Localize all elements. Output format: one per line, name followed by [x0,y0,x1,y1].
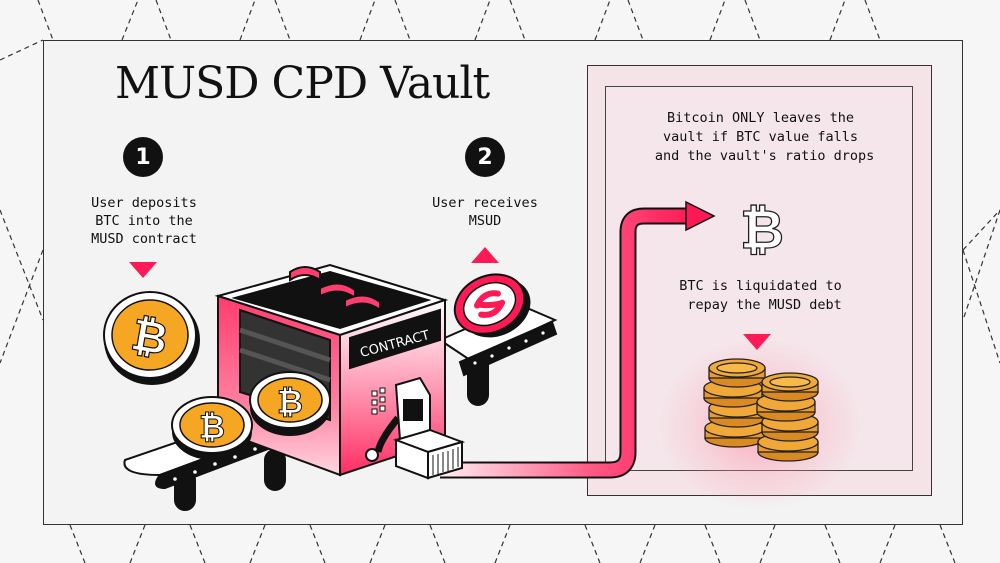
bitcoin-coin-belt-1-icon: ₿ [171,396,253,460]
step-2-text: User receives MSUD [432,195,538,229]
liquidation-arrow-down-icon [743,334,771,350]
coin-stacks-icon [703,358,819,462]
step-2-arrow-up-icon [471,247,499,263]
vault-liquidation-text: BTC is liquidated to repay the MUSD debt [679,278,842,313]
svg-text:₿: ₿ [277,383,303,421]
flow-arrow-pipe [440,200,716,479]
svg-text:₿: ₿ [199,408,225,446]
vault-condition-text: Bitcoin ONLY leaves the vault if BTC val… [654,110,875,164]
step-2-badge: 2 [465,137,505,177]
step-1-text: User deposits BTC into the MUSD contract [91,195,197,247]
bitcoin-coin-belt-2-icon: ₿ [249,371,331,436]
bitcoin-outline-icon: ₿ [740,198,784,261]
page-title: MUSD CPD Vault [115,58,490,109]
musd-coin-icon [453,273,531,338]
step-1-badge: 1 [123,137,163,177]
bitcoin-coin-floating-icon: ₿ [103,291,200,385]
step-1-arrow-down-icon [129,262,157,278]
musd-logo-top-icon [289,266,381,313]
contract-machine: CONTRACT [214,263,466,480]
arrow-head-icon [685,200,716,232]
